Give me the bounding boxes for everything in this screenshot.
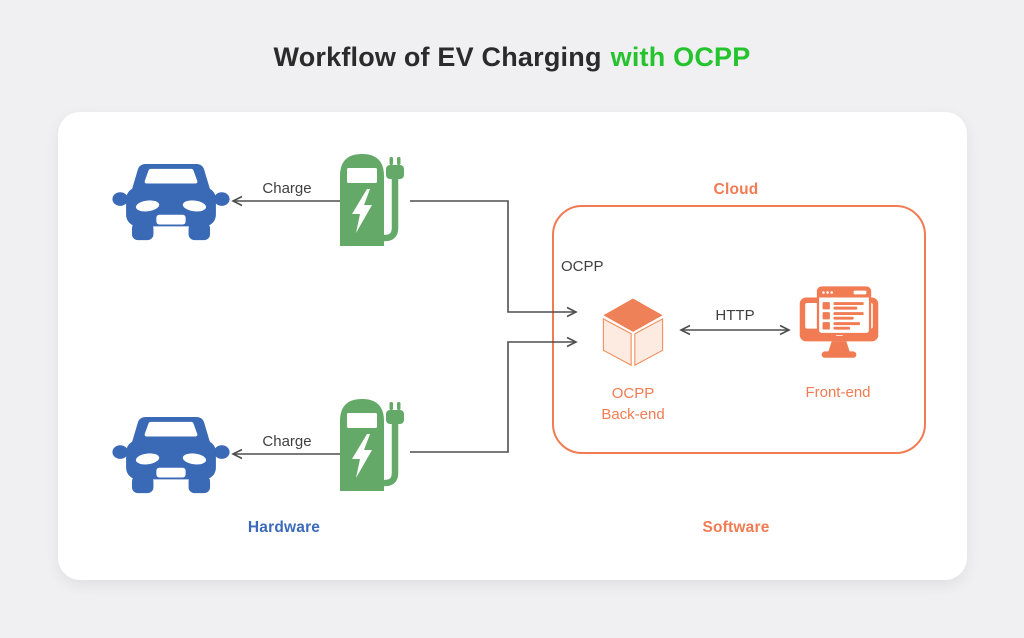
backend-label-line1: OCPP: [611, 385, 655, 402]
software-label: Software: [702, 519, 770, 536]
hardware-label: Hardware: [247, 519, 321, 536]
ev-charging-station-icon: [338, 148, 410, 246]
title-main: Workflow of EV Charging: [273, 42, 602, 72]
page-title: Workflow of EV Charging with OCPP: [0, 42, 1024, 73]
backend-label: OCPP Back-end: [573, 383, 693, 425]
charge-label-top: Charge: [262, 180, 312, 197]
backend-label-line2: Back-end: [601, 406, 665, 423]
cloud-label: Cloud: [713, 181, 759, 198]
charge-label-bottom: Charge: [262, 433, 312, 450]
car-icon: [112, 415, 230, 497]
http-label: HTTP: [715, 307, 755, 324]
ev-charging-station-icon: [338, 393, 410, 491]
title-highlight: with OCPP: [610, 42, 751, 72]
car-icon: [112, 162, 230, 244]
frontend-label: Front-end: [805, 384, 871, 401]
monitor-browser-icon: [797, 286, 881, 362]
cube-icon: [596, 293, 670, 367]
ocpp-protocol-label: OCPP: [561, 258, 604, 275]
